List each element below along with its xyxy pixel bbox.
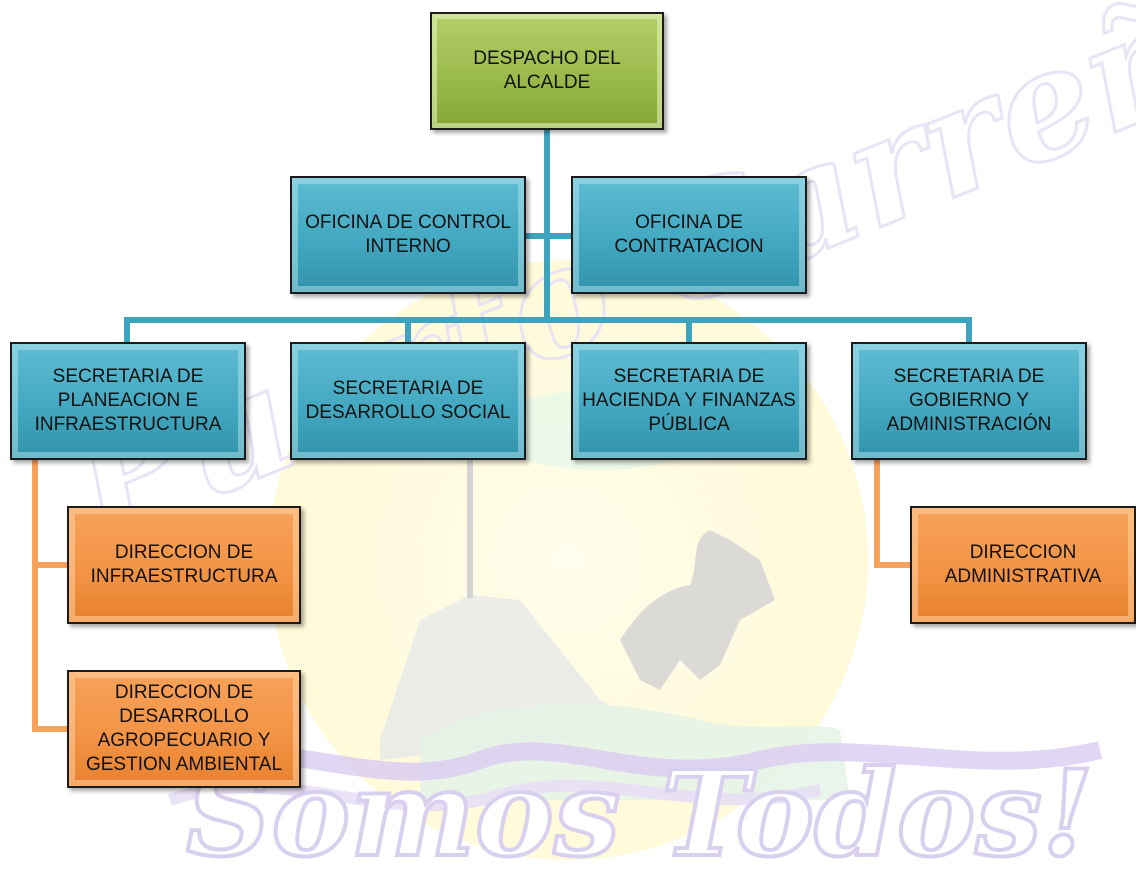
node-line: PÚBLICA bbox=[648, 414, 730, 435]
node-despacho-del-alcalde: DESPACHO DEL ALCALDE bbox=[430, 12, 664, 130]
node-secretaria-hacienda: SECRETARIA DE HACIENDA Y FINANZAS PÚBLIC… bbox=[571, 342, 807, 460]
node-line: DESARROLLO SOCIAL bbox=[305, 402, 511, 423]
node-line: SECRETARIA DE bbox=[52, 366, 204, 387]
node-label: SECRETARIA DE DESARROLLO SOCIAL bbox=[306, 377, 511, 425]
node-line: DIRECCION DE bbox=[114, 542, 254, 563]
node-line: SECRETARIA DE bbox=[332, 378, 484, 399]
node-line: ADMINISTRATIVA bbox=[944, 566, 1102, 587]
node-oficina-contratacion: OFICINA DE CONTRATACION bbox=[571, 176, 807, 294]
node-direccion-administrativa: DIRECCION ADMINISTRATIVA bbox=[910, 506, 1136, 624]
node-line: INFRAESTRUCTURA bbox=[90, 566, 278, 587]
node-line: CONTRATACION bbox=[614, 236, 764, 257]
node-line: GESTION AMBIENTAL bbox=[85, 754, 283, 775]
node-direccion-infraestructura: DIRECCION DE INFRAESTRUCTURA bbox=[67, 506, 301, 624]
node-line: ALCALDE bbox=[503, 72, 591, 93]
node-label: DIRECCION ADMINISTRATIVA bbox=[945, 541, 1102, 589]
node-line: GOBIERNO Y bbox=[908, 390, 1029, 411]
node-label: SECRETARIA DE GOBIERNO Y ADMINISTRACIÓN bbox=[887, 365, 1052, 437]
node-line: DIRECCION bbox=[969, 542, 1077, 563]
node-line: OFICINA DE bbox=[635, 212, 743, 233]
node-line: ADMINISTRACIÓN bbox=[886, 414, 1052, 435]
node-secretaria-gobierno: SECRETARIA DE GOBIERNO Y ADMINISTRACIÓN bbox=[851, 342, 1087, 460]
node-label: SECRETARIA DE PLANEACION E INFRAESTRUCTU… bbox=[35, 365, 222, 437]
node-label: DIRECCION DE INFRAESTRUCTURA bbox=[91, 541, 278, 589]
node-label: DIRECCION DE DESARROLLO AGROPECUARIO Y G… bbox=[86, 681, 282, 777]
node-line: SECRETARIA DE bbox=[893, 366, 1045, 387]
node-line: OFICINA DE CONTROL bbox=[305, 212, 511, 233]
node-label: SECRETARIA DE HACIENDA Y FINANZAS PÚBLIC… bbox=[582, 365, 796, 437]
node-label: OFICINA DE CONTROL INTERNO bbox=[305, 211, 511, 259]
node-line: INTERNO bbox=[365, 236, 451, 257]
node-direccion-desarrollo-agropecuario: DIRECCION DE DESARROLLO AGROPECUARIO Y G… bbox=[67, 670, 301, 788]
node-line: INFRAESTRUCTURA bbox=[34, 414, 222, 435]
node-oficina-control-interno: OFICINA DE CONTROL INTERNO bbox=[290, 176, 526, 294]
node-line: AGROPECUARIO Y bbox=[97, 730, 271, 751]
node-secretaria-desarrollo-social: SECRETARIA DE DESARROLLO SOCIAL bbox=[290, 342, 526, 460]
node-line: DIRECCION DE bbox=[114, 682, 254, 703]
node-line: PLANEACION E bbox=[57, 390, 199, 411]
node-line: SECRETARIA DE bbox=[613, 366, 765, 387]
node-label: OFICINA DE CONTRATACION bbox=[614, 211, 763, 259]
node-line: DESARROLLO bbox=[119, 706, 249, 727]
node-line: HACIENDA Y FINANZAS bbox=[582, 390, 796, 411]
node-label: DESPACHO DEL ALCALDE bbox=[473, 47, 620, 95]
watermark-text-bottom: Somos Todos! bbox=[186, 744, 1093, 869]
node-line: DESPACHO DEL bbox=[473, 48, 621, 69]
node-secretaria-planeacion: SECRETARIA DE PLANEACION E INFRAESTRUCTU… bbox=[10, 342, 246, 460]
